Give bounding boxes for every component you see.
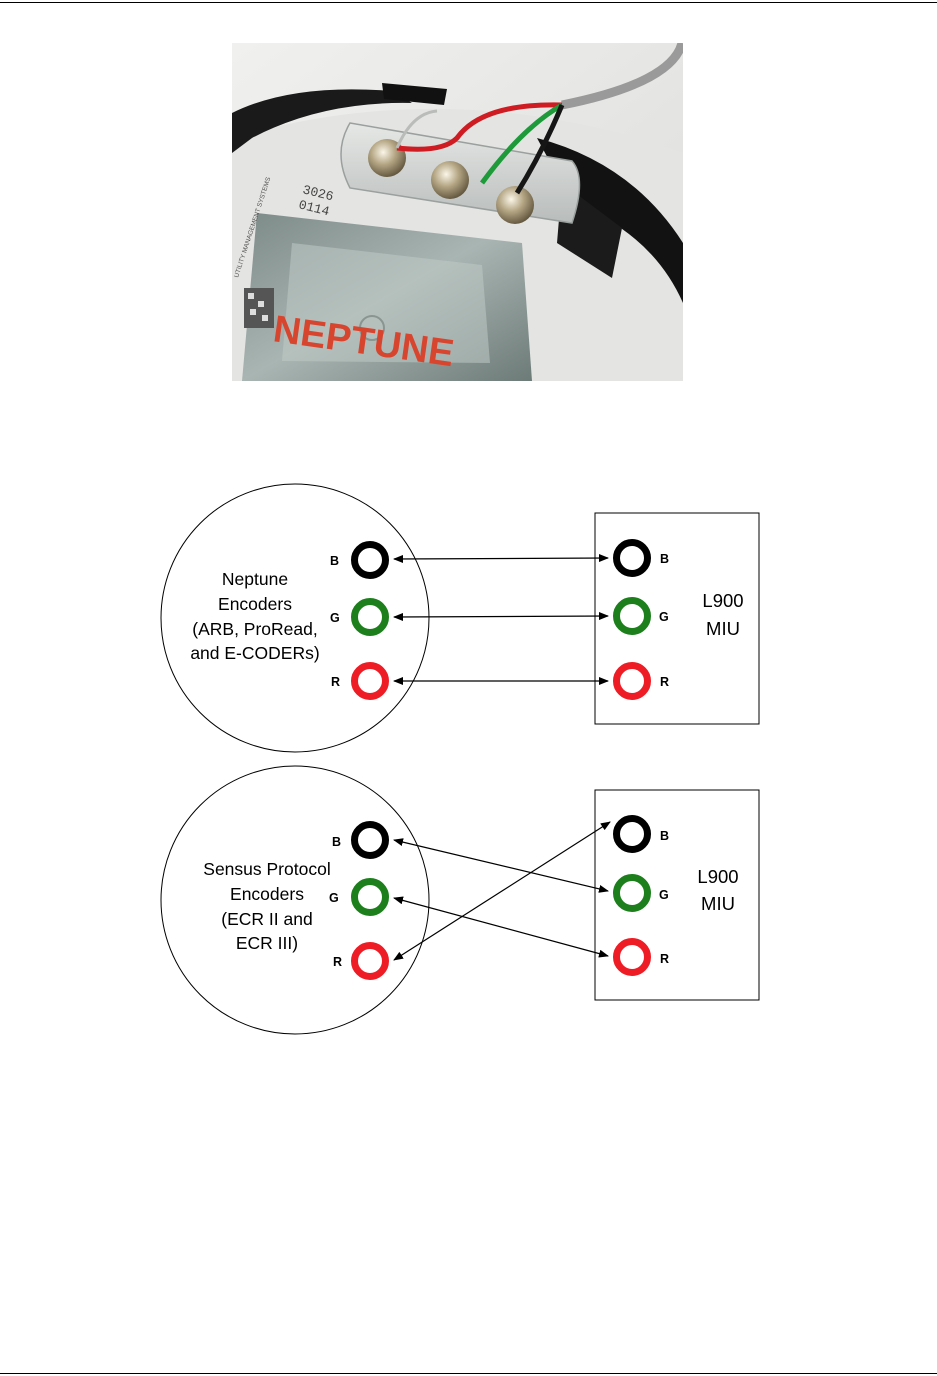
miu-label-line-2: MIU (706, 618, 740, 639)
encoder-terminal-g-label: G (330, 611, 340, 625)
miu-label-line-1: L900 (697, 866, 738, 887)
encoder-label-line-1: Neptune (222, 569, 288, 589)
miu-terminal-b-label: B (660, 552, 669, 566)
terminal-screw-2 (431, 161, 469, 199)
encoder-label-line-3: (ECR II and (221, 909, 312, 929)
miu-terminal-g (617, 878, 648, 909)
encoder-terminal-g-label: G (329, 891, 339, 905)
encoder-terminal-r (355, 946, 386, 977)
diagram-2: Sensus Protocol Encoders (ECR II and ECR… (161, 766, 759, 1034)
miu-terminal-b (617, 543, 648, 574)
encoder-label-line-3: (ARB, ProRead, (192, 619, 317, 639)
miu-label-line-1: L900 (702, 590, 743, 611)
miu-terminal-r-label: R (660, 952, 669, 966)
wiring-diagram: Neptune Encoders (ARB, ProRead, and E-CO… (0, 470, 937, 1050)
encoder-terminal-r (355, 666, 386, 697)
encoder-terminal-g (355, 602, 386, 633)
miu-label-line-2: MIU (701, 893, 735, 914)
footer-rule (0, 1373, 937, 1374)
miu-terminal-g (617, 601, 648, 632)
terminal-screw-1 (368, 139, 406, 177)
encoder-terminal-b-label: B (330, 554, 339, 568)
encoder-label-line-2: Encoders (218, 594, 292, 614)
encoder-terminal-g (355, 882, 386, 913)
miu-terminal-r-label: R (660, 675, 669, 689)
encoder-label-line-1: Sensus Protocol (203, 859, 330, 879)
meter-photo: NEPTUNE 3026 0114 UTILITY MANAGEMENT SYS… (232, 43, 683, 381)
encoder-terminal-b (355, 545, 386, 576)
encoder-terminal-b (355, 825, 386, 856)
miu-terminal-g-label: G (659, 888, 669, 902)
encoder-terminal-b-label: B (332, 835, 341, 849)
miu-terminal-b-label: B (660, 829, 669, 843)
connection-b-to-b (394, 558, 608, 559)
miu-terminal-g-label: G (659, 610, 669, 624)
miu-terminal-r (617, 666, 648, 697)
header-rule (0, 2, 937, 3)
diagram-1: Neptune Encoders (ARB, ProRead, and E-CO… (161, 484, 759, 752)
miu-terminal-r (617, 942, 648, 973)
encoder-terminal-r-label: R (333, 955, 342, 969)
miu-terminal-b (617, 819, 648, 850)
encoder-label-line-4: and E-CODERs) (190, 643, 319, 663)
encoder-label-line-2: Encoders (230, 884, 304, 904)
encoder-label-line-4: ECR III) (236, 933, 298, 953)
encoder-terminal-r-label: R (331, 675, 340, 689)
